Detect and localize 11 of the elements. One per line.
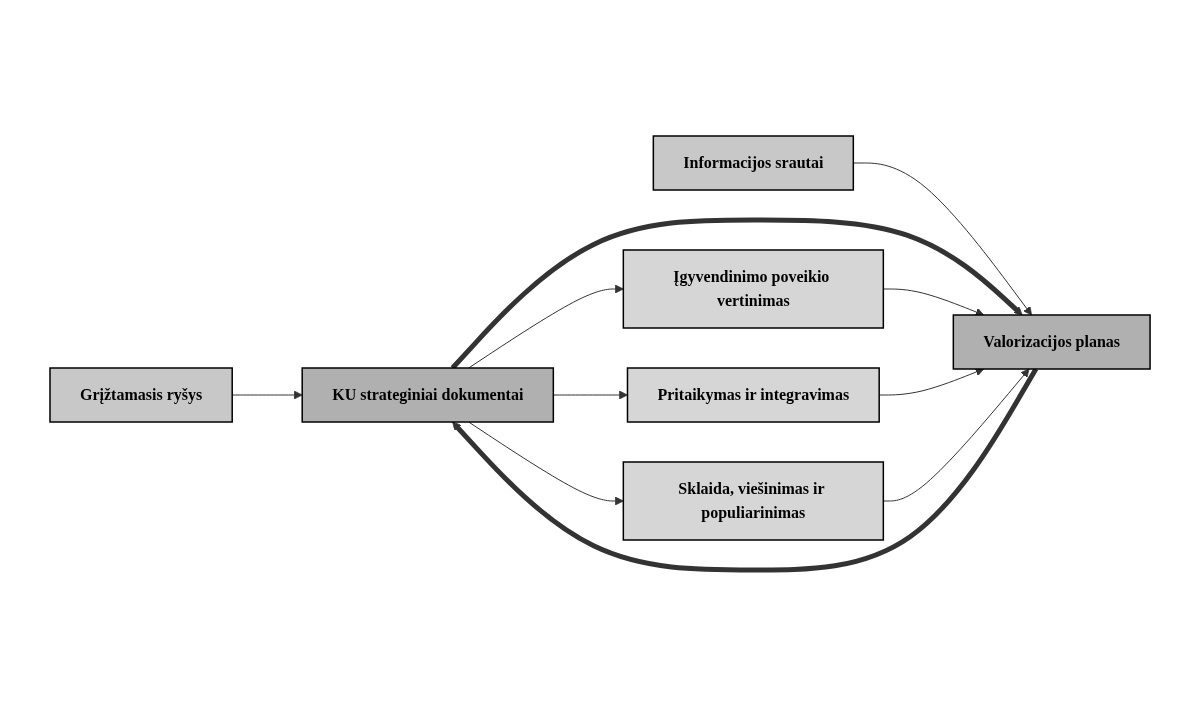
node-box: Informacijos srautai: [652, 135, 854, 191]
arrow: [450, 217, 1023, 370]
arrow: [468, 421, 624, 506]
node-box: KU strateginiai dokumentai: [301, 367, 555, 423]
node-box: Valorizacijos planas: [952, 314, 1151, 370]
node-box: Grįžtamasis ryšys: [49, 367, 233, 423]
arrow: [452, 367, 1038, 573]
arrow: [468, 284, 624, 369]
node-box: Pritaikymas ir integravimas: [626, 367, 880, 423]
node-box: Sklaida, viešinimas ir populiarinimas: [622, 461, 885, 541]
node-box: Įgyvendinimo poveikio vertinimas: [622, 249, 885, 329]
